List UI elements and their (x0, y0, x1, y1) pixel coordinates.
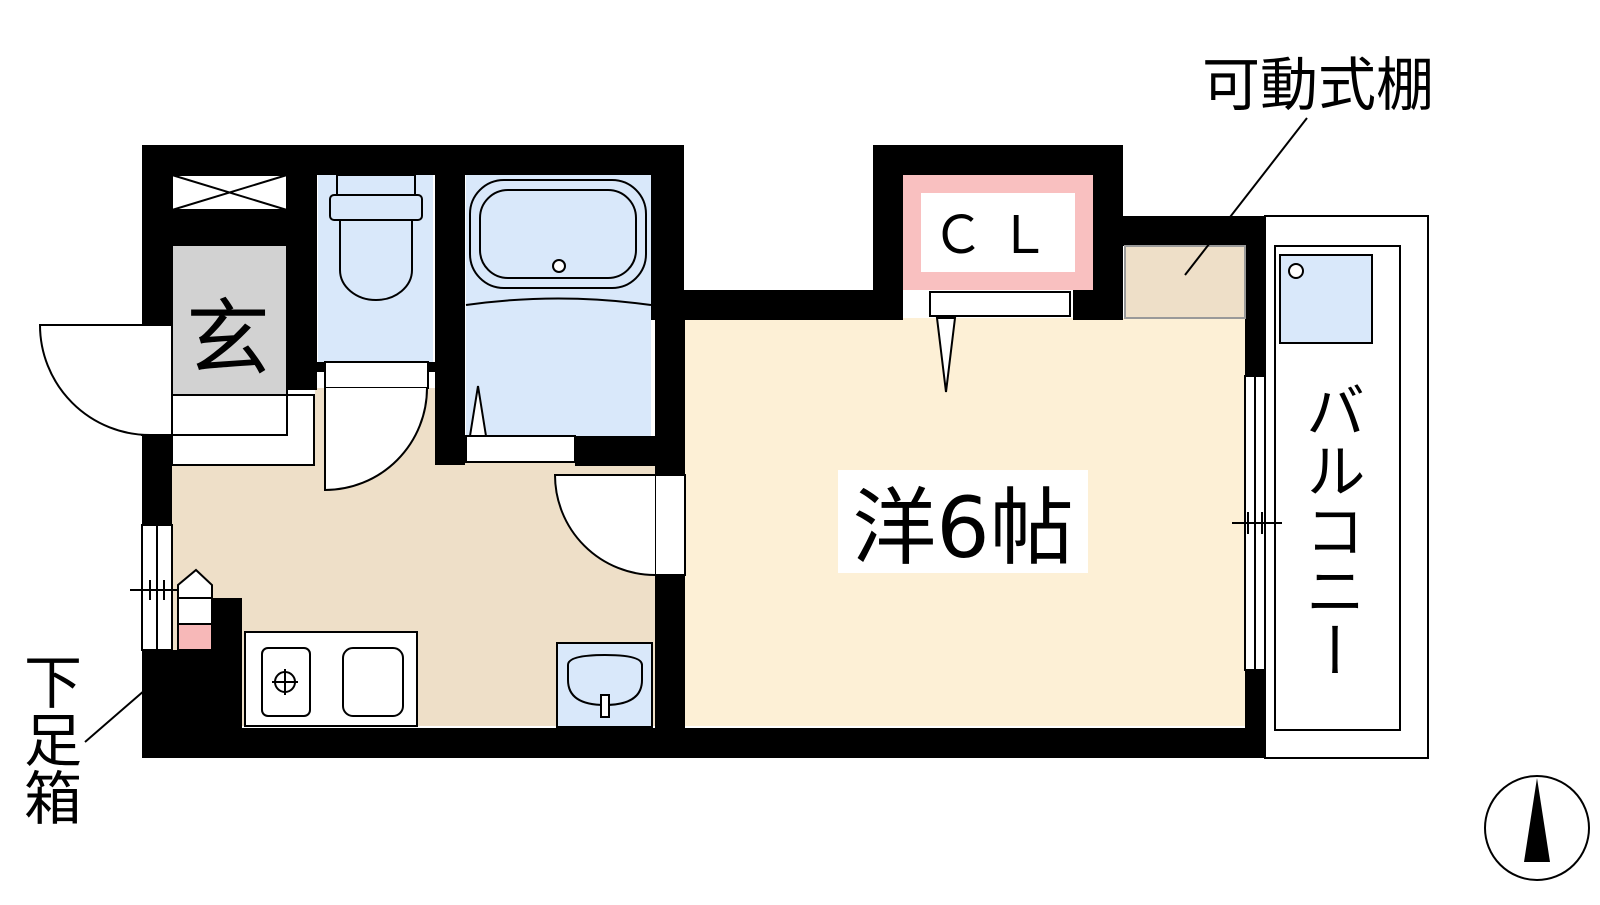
closet-door-swing (935, 317, 957, 393)
shoe-box: 下足箱 (14, 524, 213, 826)
washbasin-faucet (600, 694, 610, 718)
movable-shelf-label: 可動式棚 (1202, 51, 1434, 119)
wall-left-middle (142, 435, 172, 525)
closet-inner (921, 193, 1075, 272)
shoe-box-label: 下足箱 (14, 652, 82, 826)
shoebox-marker (177, 623, 213, 651)
washing-machine-drain-icon (1288, 263, 1304, 279)
movable-shelf: 可動式棚 (1124, 51, 1434, 319)
bath-door-frame (465, 435, 576, 463)
closet: ＣＬ (903, 175, 1093, 317)
balcony-label-text: バルコニー (1295, 380, 1365, 680)
shelf-leader-line (1184, 117, 1308, 276)
toilet-door-swing (324, 387, 428, 492)
washbasin-bowl (567, 653, 643, 707)
shoebox-leader-line (84, 689, 146, 743)
room-label: 洋6帖 (852, 479, 1073, 577)
walls (142, 145, 1265, 758)
wall-hall-room-lower (655, 575, 685, 758)
bathroom (465, 179, 652, 463)
wall-right-upper (1245, 216, 1265, 376)
washbasin-outline (556, 642, 653, 728)
wall-bottom (142, 728, 1265, 758)
wall-bath-bottom (575, 436, 655, 466)
bathtub-outer (469, 179, 647, 289)
toilet-seat-top (329, 194, 423, 221)
wall-closet-top (873, 145, 1123, 175)
wall-closet-left (873, 145, 903, 320)
bath-door-swing (468, 385, 488, 437)
entrance-step (171, 394, 315, 466)
toilet (324, 174, 429, 492)
shelf-area-floor (1125, 246, 1245, 318)
toilet-tank (336, 174, 416, 196)
wall-bath-right (651, 145, 684, 320)
toilet-bowl (339, 219, 413, 301)
wall-closet-bottom-right (1073, 290, 1123, 320)
balcony: バルコニー (1232, 215, 1429, 759)
western-room: 洋6帖 (838, 317, 1088, 577)
wall-entrance-toilet (287, 145, 317, 390)
shoebox-unit (177, 597, 213, 625)
kitchen (244, 631, 418, 727)
wall-toilet-bath (435, 145, 465, 465)
washbasin (556, 642, 653, 728)
kitchen-sink (342, 647, 404, 717)
entrance-label: 玄 (186, 290, 270, 388)
room-label-bg (838, 470, 1088, 573)
room-door-frame (654, 474, 686, 576)
wall-top-left (142, 145, 684, 175)
toilet-door-frame (324, 361, 429, 389)
closet-door (929, 291, 1071, 317)
upper-storage-x2 (171, 174, 288, 211)
bath-floor-edge (465, 297, 652, 306)
entrance: 玄 (38, 174, 315, 466)
shelf-outline (1124, 245, 1246, 319)
wall-top-right (1093, 216, 1265, 246)
balcony-label: バルコニー (1295, 380, 1365, 680)
bathtub-inner (479, 189, 637, 279)
front-door-swing (38, 324, 151, 436)
bathtub-drain-icon (552, 259, 566, 273)
north-arrow-icon (1524, 778, 1550, 862)
room-door (553, 474, 686, 576)
wall-hall-room-upper (655, 290, 685, 475)
wall-entrance-top (142, 210, 287, 245)
wall-right-lower (1245, 670, 1265, 758)
compass (1484, 775, 1590, 881)
closet-label: ＣＬ (932, 206, 1064, 266)
wall-top-middle (655, 290, 875, 320)
balcony-inner (1274, 245, 1401, 731)
room-door-swing (553, 474, 656, 576)
